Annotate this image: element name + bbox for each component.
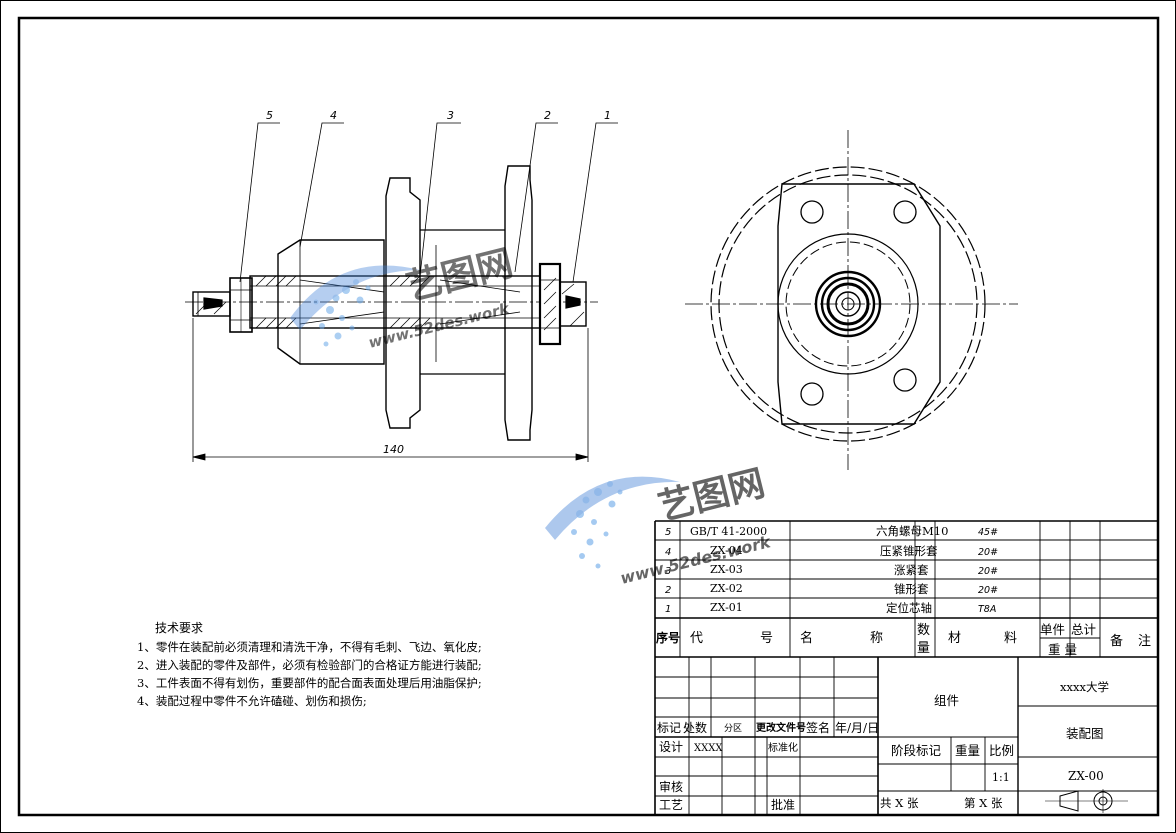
bom-code: ZX-03 [710, 563, 743, 576]
section-hatching [195, 275, 585, 331]
title-block-text: 标记 处数 分区 更改文件号 签名 年/月/日 设计 XXXX 标准化 审核 工… [657, 680, 1109, 812]
tb-date: 年/月/日 [835, 721, 879, 735]
bom-no: 3 [665, 566, 671, 577]
tb-stage: 阶段标记 [891, 743, 942, 758]
bom-no: 4 [665, 547, 671, 558]
bom-header: 序号 代 号 名 称 数 量 材 料 单件 总计 重 量 备 注 [656, 622, 1151, 657]
tb-zone: 分区 [724, 723, 742, 734]
title-block-lines [655, 657, 1158, 815]
bom-table-lines [654, 520, 1158, 815]
watermark-globe-icon [545, 476, 680, 569]
dimension-140: 140 [383, 443, 404, 456]
bom-header-unit: 单件 [1040, 622, 1065, 637]
tb-total-sheets: 共 X 张 [880, 796, 919, 810]
inner-frame [17, 16, 1160, 817]
leader-label-3: 3 [447, 109, 454, 122]
tech-requirement-1: 1、零件在装配前必须清理和清洗干净，不得有毛刺、飞边、氧化皮; [137, 640, 482, 654]
watermark-url: www.52des.work [367, 299, 512, 352]
tb-approve: 批准 [771, 797, 795, 812]
bom-material: T8A [978, 604, 996, 615]
bom-row-1: 1 ZX-01 定位芯轴 T8A [665, 601, 996, 615]
bom-row-4: 4 ZX-04 压紧锥形套 20# [665, 544, 998, 558]
bom-no: 1 [665, 604, 671, 615]
tb-sign: 签名 [806, 720, 830, 735]
tb-component: 组件 [934, 693, 959, 708]
tb-scale-label: 比例 [989, 743, 1014, 758]
tb-scale: 1:1 [992, 771, 1010, 784]
bom-name: 定位芯轴 [886, 601, 932, 615]
watermark-globe-icon [290, 265, 420, 347]
tb-review: 审核 [659, 779, 683, 794]
leader-label-2: 2 [544, 109, 551, 122]
tech-requirement-3: 3、工件表面不得有划伤，重要部件的配合面表面处理后用油脂保护; [137, 676, 482, 690]
bom-code: GB/T 41-2000 [690, 525, 767, 538]
leader-label-5: 5 [266, 109, 273, 122]
tb-designer: XXXX [694, 743, 723, 754]
tb-sheet-no: 第 X 张 [964, 796, 1003, 810]
leader-lines [239, 122, 618, 283]
tb-count: 处数 [683, 720, 707, 735]
bom-header-total: 总计 [1071, 622, 1096, 637]
dimension-overall-length [192, 318, 589, 462]
bom-header-remark-a: 备 [1110, 633, 1123, 649]
tb-university: xxxx大学 [1060, 680, 1109, 694]
front-section-view [185, 165, 598, 441]
bom-header-qty-b: 量 [917, 641, 930, 656]
tb-mark: 标记 [657, 721, 681, 735]
projection-symbol [1045, 789, 1128, 813]
bom-header-qty-a: 数 [917, 623, 930, 638]
bom-header-mat-a: 材 [948, 631, 961, 646]
watermark-brand: 艺图网 [654, 463, 769, 529]
bom-row-2: 2 ZX-02 锥形套 20# [665, 582, 998, 596]
leader-label-1: 1 [604, 109, 611, 122]
watermark-center: 艺图网 www.52des.work [290, 243, 517, 352]
bom-no: 5 [665, 527, 671, 538]
bom-code: ZX-04 [710, 544, 743, 557]
bom-material: 20# [978, 566, 998, 577]
bom-name: 涨紧套 [894, 563, 929, 577]
tb-process: 工艺 [659, 798, 683, 812]
tb-design: 设计 [659, 740, 683, 754]
bom-code: ZX-01 [710, 601, 743, 614]
bom-header-name-a: 名 [800, 630, 813, 646]
bom-header-name-b: 称 [870, 631, 883, 646]
tech-requirement-4: 4、装配过程中零件不允许磕碰、划伤和损伤; [137, 694, 367, 708]
tb-standard: 标准化 [768, 741, 798, 754]
bom-row-3: 3 ZX-03 涨紧套 20# [665, 563, 998, 577]
bom-no: 2 [665, 585, 671, 596]
tb-docno: 更改文件号 [756, 721, 806, 734]
leader-label-4: 4 [330, 109, 337, 122]
bom-code: ZX-02 [710, 582, 743, 595]
tb-drawing-no: ZX-00 [1068, 769, 1104, 783]
bom-material: 20# [978, 547, 998, 558]
bom-material: 45# [978, 527, 998, 538]
bom-header-code-a: 代 [690, 631, 703, 646]
bom-header-weight: 重 量 [1048, 642, 1077, 657]
bom-name: 压紧锥形套 [880, 544, 938, 558]
bom-name: 六角螺母M10 [876, 524, 948, 538]
bom-header-remark-b: 注 [1138, 634, 1151, 649]
tb-weight-label: 重量 [955, 743, 980, 758]
bom-header-mat-b: 料 [1004, 631, 1017, 646]
tech-requirement-2: 2、进入装配的零件及部件，必须有检验部门的合格证方能进行装配; [137, 658, 482, 672]
side-view [685, 130, 1018, 470]
tb-drawing-name: 装配图 [1066, 726, 1104, 741]
tech-requirements-title: 技术要求 [155, 621, 203, 635]
bom-header-code-b: 号 [760, 631, 773, 646]
bom-row-5: 5 GB/T 41-2000 六角螺母M10 45# [665, 524, 998, 538]
bom-material: 20# [978, 585, 998, 596]
bom-name: 锥形套 [894, 582, 929, 596]
bom-header-no: 序号 [656, 630, 680, 645]
